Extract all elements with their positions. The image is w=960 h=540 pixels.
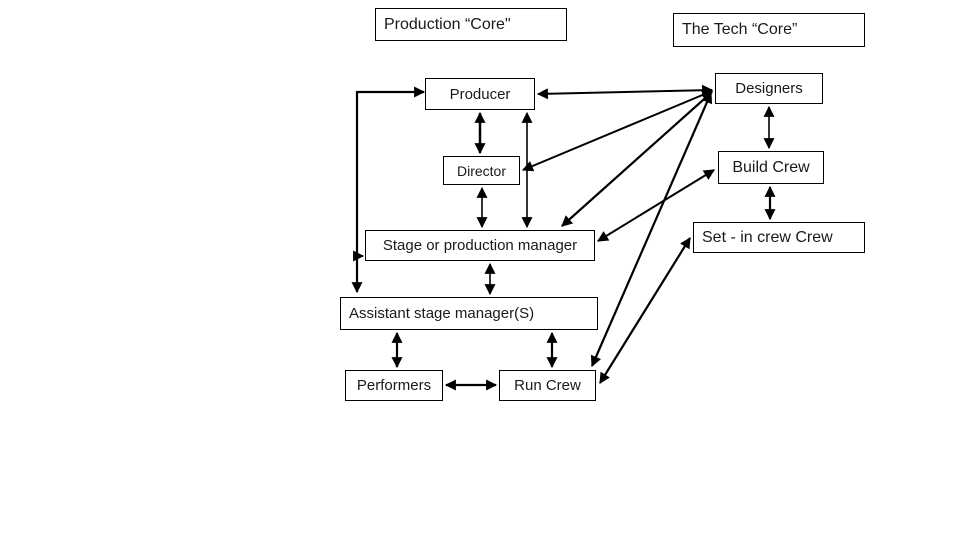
node-label-performers: Performers bbox=[356, 377, 432, 394]
node-label-tech-core-title: The Tech “Core” bbox=[682, 21, 798, 38]
node-label-set-in-crew: Set - in crew Crew bbox=[702, 228, 833, 246]
node-assistant-stage-manager: Assistant stage manager(S) bbox=[340, 297, 598, 330]
node-label-run-crew: Run Crew bbox=[514, 377, 581, 394]
node-build-crew: Build Crew bbox=[718, 151, 824, 184]
node-run-crew: Run Crew bbox=[499, 370, 596, 401]
node-producer: Producer bbox=[425, 78, 535, 110]
node-stage-manager: Stage or production manager bbox=[365, 230, 595, 261]
node-tech-core-title: The Tech “Core” bbox=[673, 13, 865, 47]
edge-designers-stage-manager bbox=[561, 91, 713, 227]
node-performers: Performers bbox=[345, 370, 443, 401]
node-label-producer: Producer bbox=[449, 85, 511, 103]
node-label-director: Director bbox=[456, 162, 506, 179]
node-label-designers: Designers bbox=[735, 80, 803, 97]
edge-producer-designers bbox=[536, 84, 714, 100]
node-label-stage-manager: Stage or production manager bbox=[382, 237, 578, 254]
node-director: Director bbox=[443, 156, 520, 185]
edge-producer-to-assistant-feed bbox=[351, 86, 426, 294]
edge-stage-manager-build-crew bbox=[597, 169, 715, 242]
edge-run-crew-set-in-crew bbox=[599, 237, 691, 384]
node-label-assistant-stage-manager: Assistant stage manager(S) bbox=[349, 305, 535, 322]
node-production-core-title: Production “Core" bbox=[375, 8, 567, 41]
node-designers: Designers bbox=[715, 73, 823, 104]
node-set-in-crew: Set - in crew Crew bbox=[693, 222, 865, 253]
node-label-build-crew: Build Crew bbox=[732, 158, 810, 176]
node-label-production-core-title: Production “Core" bbox=[384, 15, 511, 33]
